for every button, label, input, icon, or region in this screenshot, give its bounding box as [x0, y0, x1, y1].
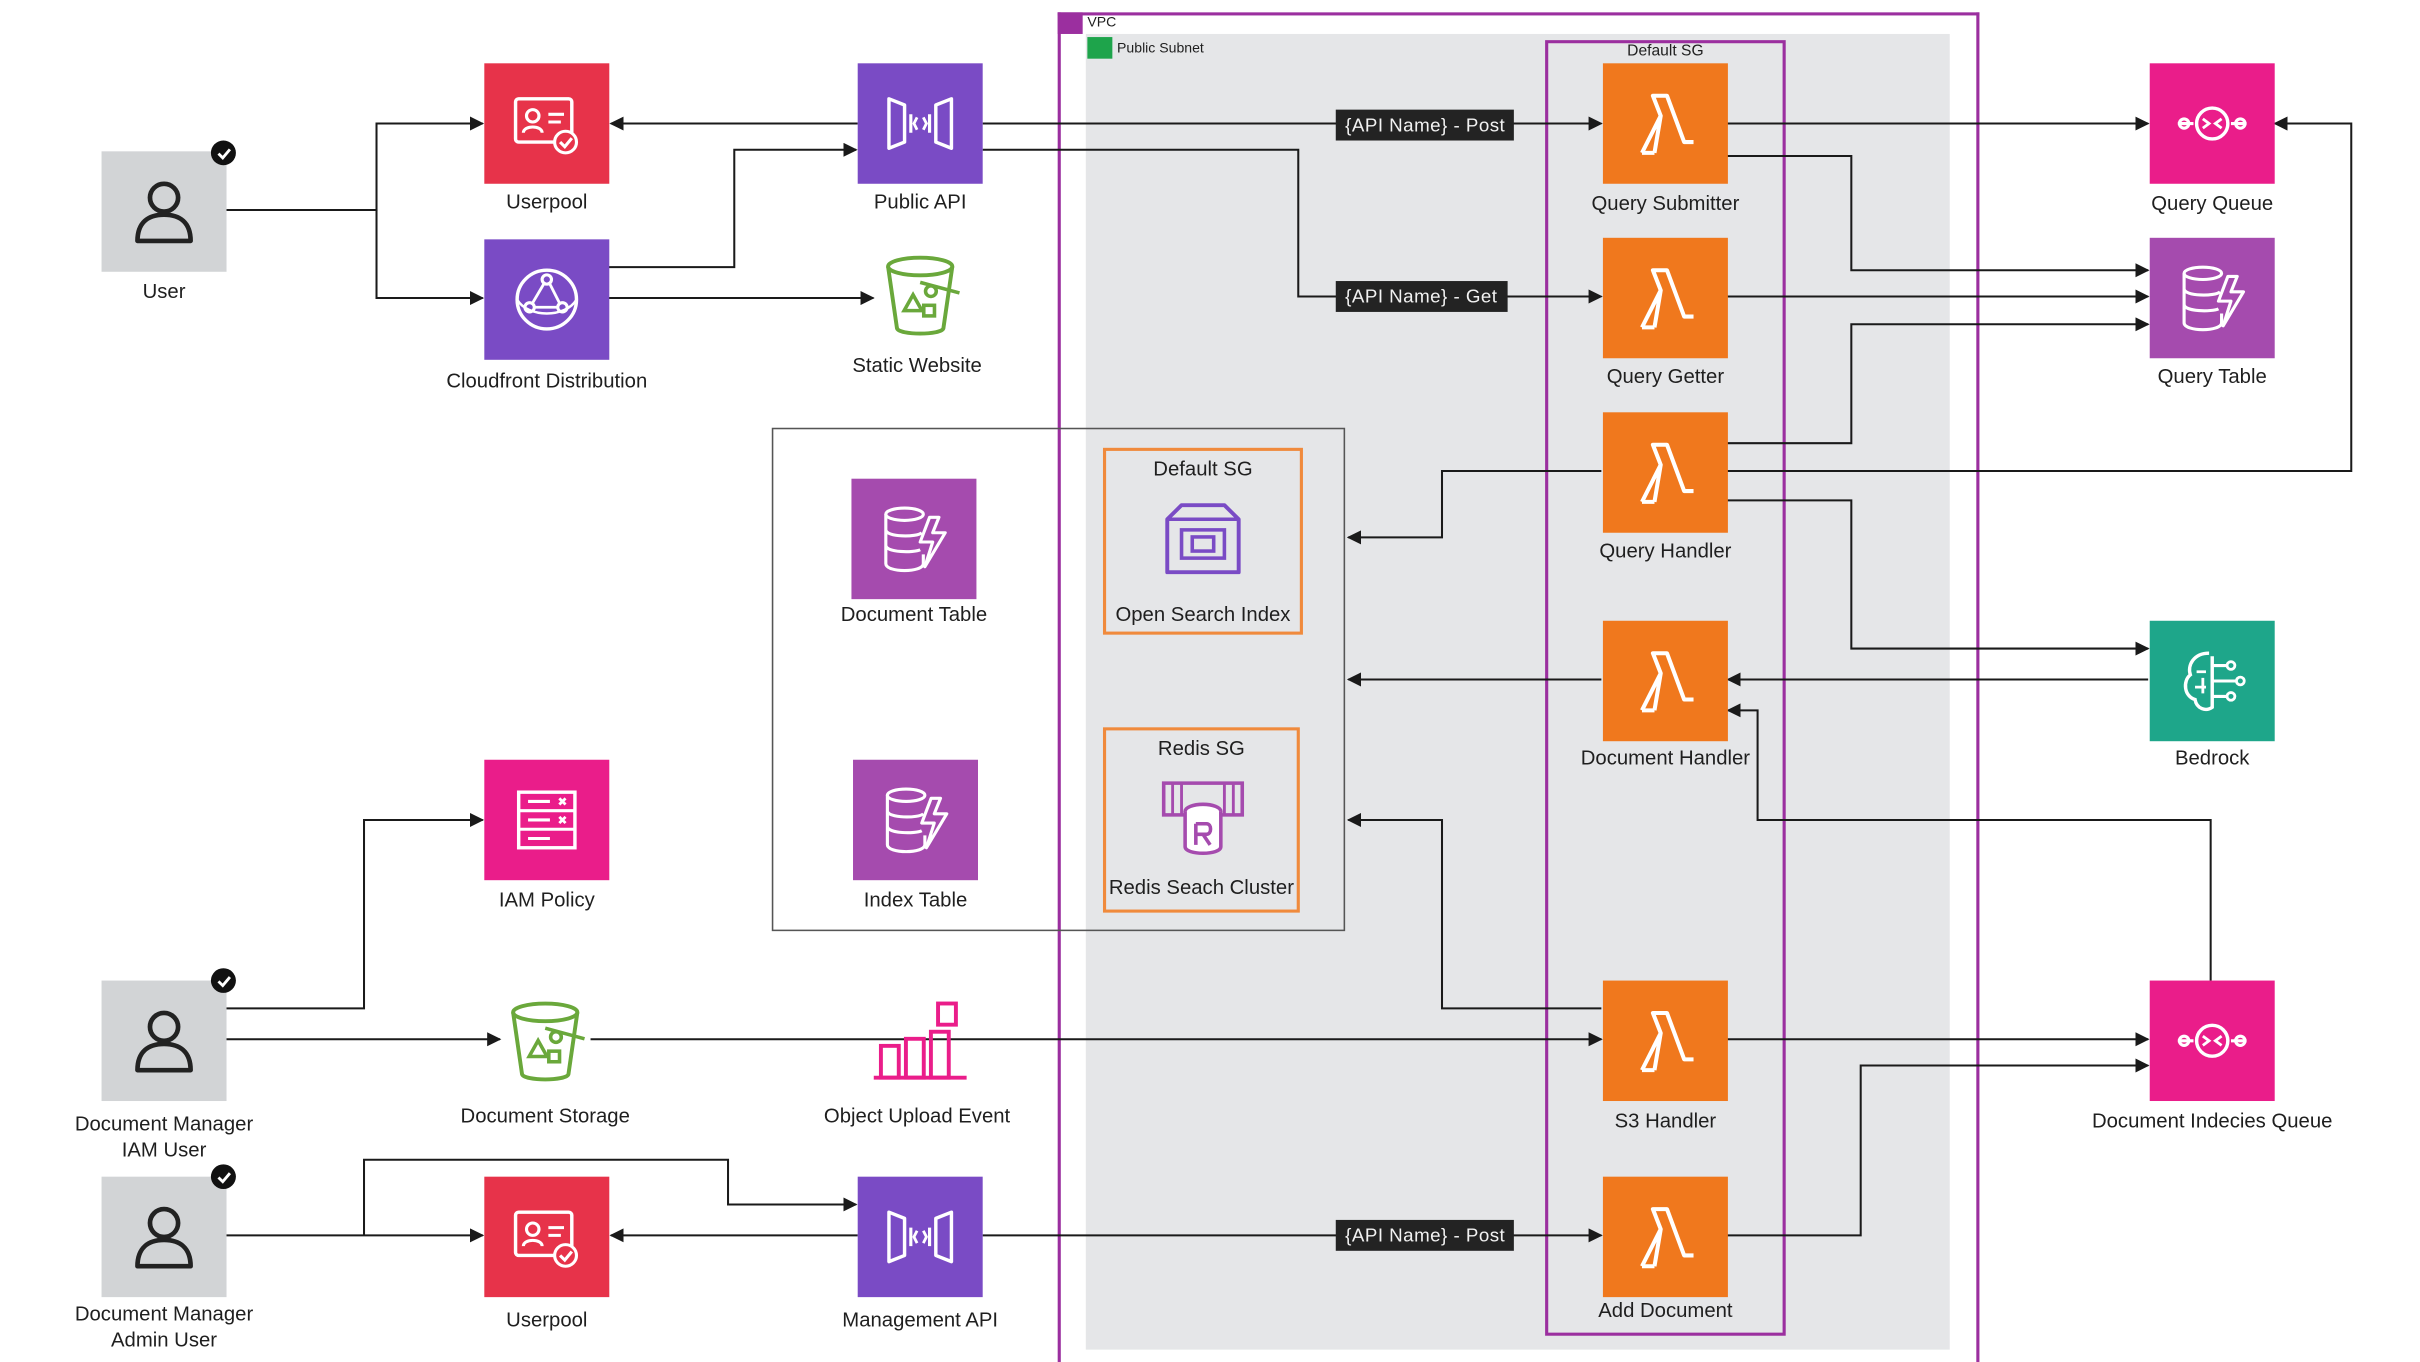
verified-check-icon	[210, 1164, 236, 1190]
query-table-node[interactable]	[2149, 237, 2275, 359]
lambda-security-group	[1545, 40, 1786, 1336]
doc-manager-iam-user-label: Document Manager IAM User	[74, 1111, 254, 1162]
add-document-node[interactable]	[1602, 1176, 1728, 1298]
user-node[interactable]	[101, 151, 227, 272]
dynamodb-icon	[884, 506, 947, 573]
document-table-label: Document Table	[840, 602, 988, 626]
api-gateway-icon	[887, 1210, 954, 1264]
document-handler-label: Document Handler	[1580, 745, 1751, 770]
s3-handler-label: S3 Handler	[1614, 1108, 1717, 1132]
add-document-label: Add Document	[1598, 1298, 1733, 1322]
open-search-index-label: Open Search Index	[1115, 602, 1291, 626]
opensearch-icon	[1165, 503, 1241, 575]
subnet-label: Public Subnet	[1117, 40, 1204, 56]
static-website-node[interactable]	[859, 242, 981, 350]
query-submitter-label: Query Submitter	[1591, 191, 1740, 215]
vpc-region	[1057, 12, 1980, 1362]
document-table-node[interactable]	[851, 478, 977, 600]
bedrock-icon	[2183, 651, 2246, 711]
redis-cluster-label: Redis Seach Cluster	[1108, 875, 1294, 899]
user-icon	[135, 181, 193, 244]
query-getter-node[interactable]	[1602, 237, 1728, 359]
query-queue-node[interactable]	[2149, 63, 2275, 184]
user-icon	[135, 1010, 193, 1073]
query-table-label: Query Table	[2157, 364, 2267, 388]
redis-sg-label: Redis SG	[1157, 736, 1245, 760]
vpc-tag	[1057, 12, 1083, 34]
object-upload-event-label: Object Upload Event	[823, 1104, 1011, 1128]
bedrock-node[interactable]	[2149, 620, 2275, 742]
s3-bucket-icon	[886, 255, 960, 336]
public-api-label: Public API	[873, 189, 967, 214]
lambda-icon	[1640, 1207, 1694, 1269]
iam-policy-node[interactable]	[484, 759, 610, 881]
opensearch-security-group	[1102, 447, 1303, 635]
cloudfront-label: Cloudfront Distribution	[446, 369, 648, 393]
document-handler-node[interactable]	[1602, 620, 1728, 742]
lambda-sg-label: Default SG	[1627, 43, 1704, 61]
dynamodb-icon	[2182, 265, 2246, 332]
cloudfront-node[interactable]	[484, 239, 610, 360]
verified-check-icon	[210, 968, 236, 993]
query-handler-node[interactable]	[1602, 412, 1728, 533]
bedrock-label: Bedrock	[2174, 745, 2250, 770]
open-search-index-node[interactable]	[1140, 491, 1265, 590]
api-post-edge-label: {API Name} - Post	[1335, 109, 1515, 141]
public-subnet-region	[1085, 33, 1950, 1350]
iam-policy-label: IAM Policy	[498, 887, 595, 912]
api-gateway-icon	[887, 97, 954, 150]
static-website-label: Static Website	[852, 353, 982, 377]
cognito-icon	[513, 97, 579, 155]
index-table-node[interactable]	[853, 759, 978, 881]
document-indecies-queue-label: Document Indecies Queue	[2091, 1108, 2333, 1132]
document-indecies-queue-node[interactable]	[2149, 980, 2275, 1102]
sqs-icon	[2177, 1023, 2247, 1058]
dynamodb-icon	[885, 787, 949, 854]
management-api-label: Management API	[842, 1307, 999, 1332]
redis-cluster-node[interactable]	[1140, 769, 1265, 868]
sqs-icon	[2177, 106, 2247, 141]
lambda-icon	[1640, 1010, 1694, 1073]
management-api-node[interactable]	[857, 1176, 983, 1298]
vpc-label: VPC	[1087, 13, 1117, 30]
query-submitter-node[interactable]	[1602, 63, 1728, 184]
verified-check-icon	[210, 140, 236, 166]
userpool-label: Userpool	[506, 189, 588, 214]
user-label: User	[142, 279, 186, 303]
cognito-icon	[513, 1210, 579, 1268]
subnet-tag	[1087, 37, 1113, 59]
doc-manager-iam-user-node[interactable]	[101, 980, 227, 1102]
document-storage-label: Document Storage	[460, 1104, 630, 1128]
doc-manager-admin-user-node[interactable]	[101, 1176, 227, 1298]
userpool-node[interactable]	[484, 63, 610, 184]
redis-icon	[1161, 781, 1245, 856]
s3-bucket-icon	[511, 1001, 585, 1082]
index-table-label: Index Table	[863, 887, 968, 912]
lambda-icon	[1640, 442, 1694, 504]
userpool-bottom-node[interactable]	[484, 1176, 610, 1298]
public-api-node[interactable]	[857, 63, 983, 184]
query-getter-label: Query Getter	[1606, 364, 1725, 388]
lambda-icon	[1640, 651, 1694, 713]
api-get-edge-label: {API Name} - Get	[1335, 281, 1507, 312]
redis-security-group	[1102, 727, 1300, 913]
lambda-icon	[1640, 268, 1694, 330]
lambda-icon	[1640, 93, 1694, 155]
datastore-group	[771, 427, 1346, 932]
cloudfront-icon	[515, 268, 579, 331]
object-upload-event-node[interactable]	[859, 988, 981, 1096]
api-post-bottom-edge-label: {API Name} - Post	[1335, 1219, 1515, 1251]
s3-handler-node[interactable]	[1602, 980, 1728, 1102]
event-icon	[873, 1001, 967, 1080]
query-handler-label: Query Handler	[1599, 538, 1732, 563]
query-queue-label: Query Queue	[2151, 191, 2274, 215]
iam-policy-icon	[516, 790, 577, 850]
document-storage-node[interactable]	[484, 988, 606, 1096]
doc-manager-admin-user-label: Document Manager Admin User	[74, 1301, 254, 1352]
opensearch-sg-label: Default SG	[1153, 457, 1253, 481]
userpool-bottom-label: Userpool	[506, 1307, 588, 1332]
user-icon	[135, 1206, 193, 1269]
